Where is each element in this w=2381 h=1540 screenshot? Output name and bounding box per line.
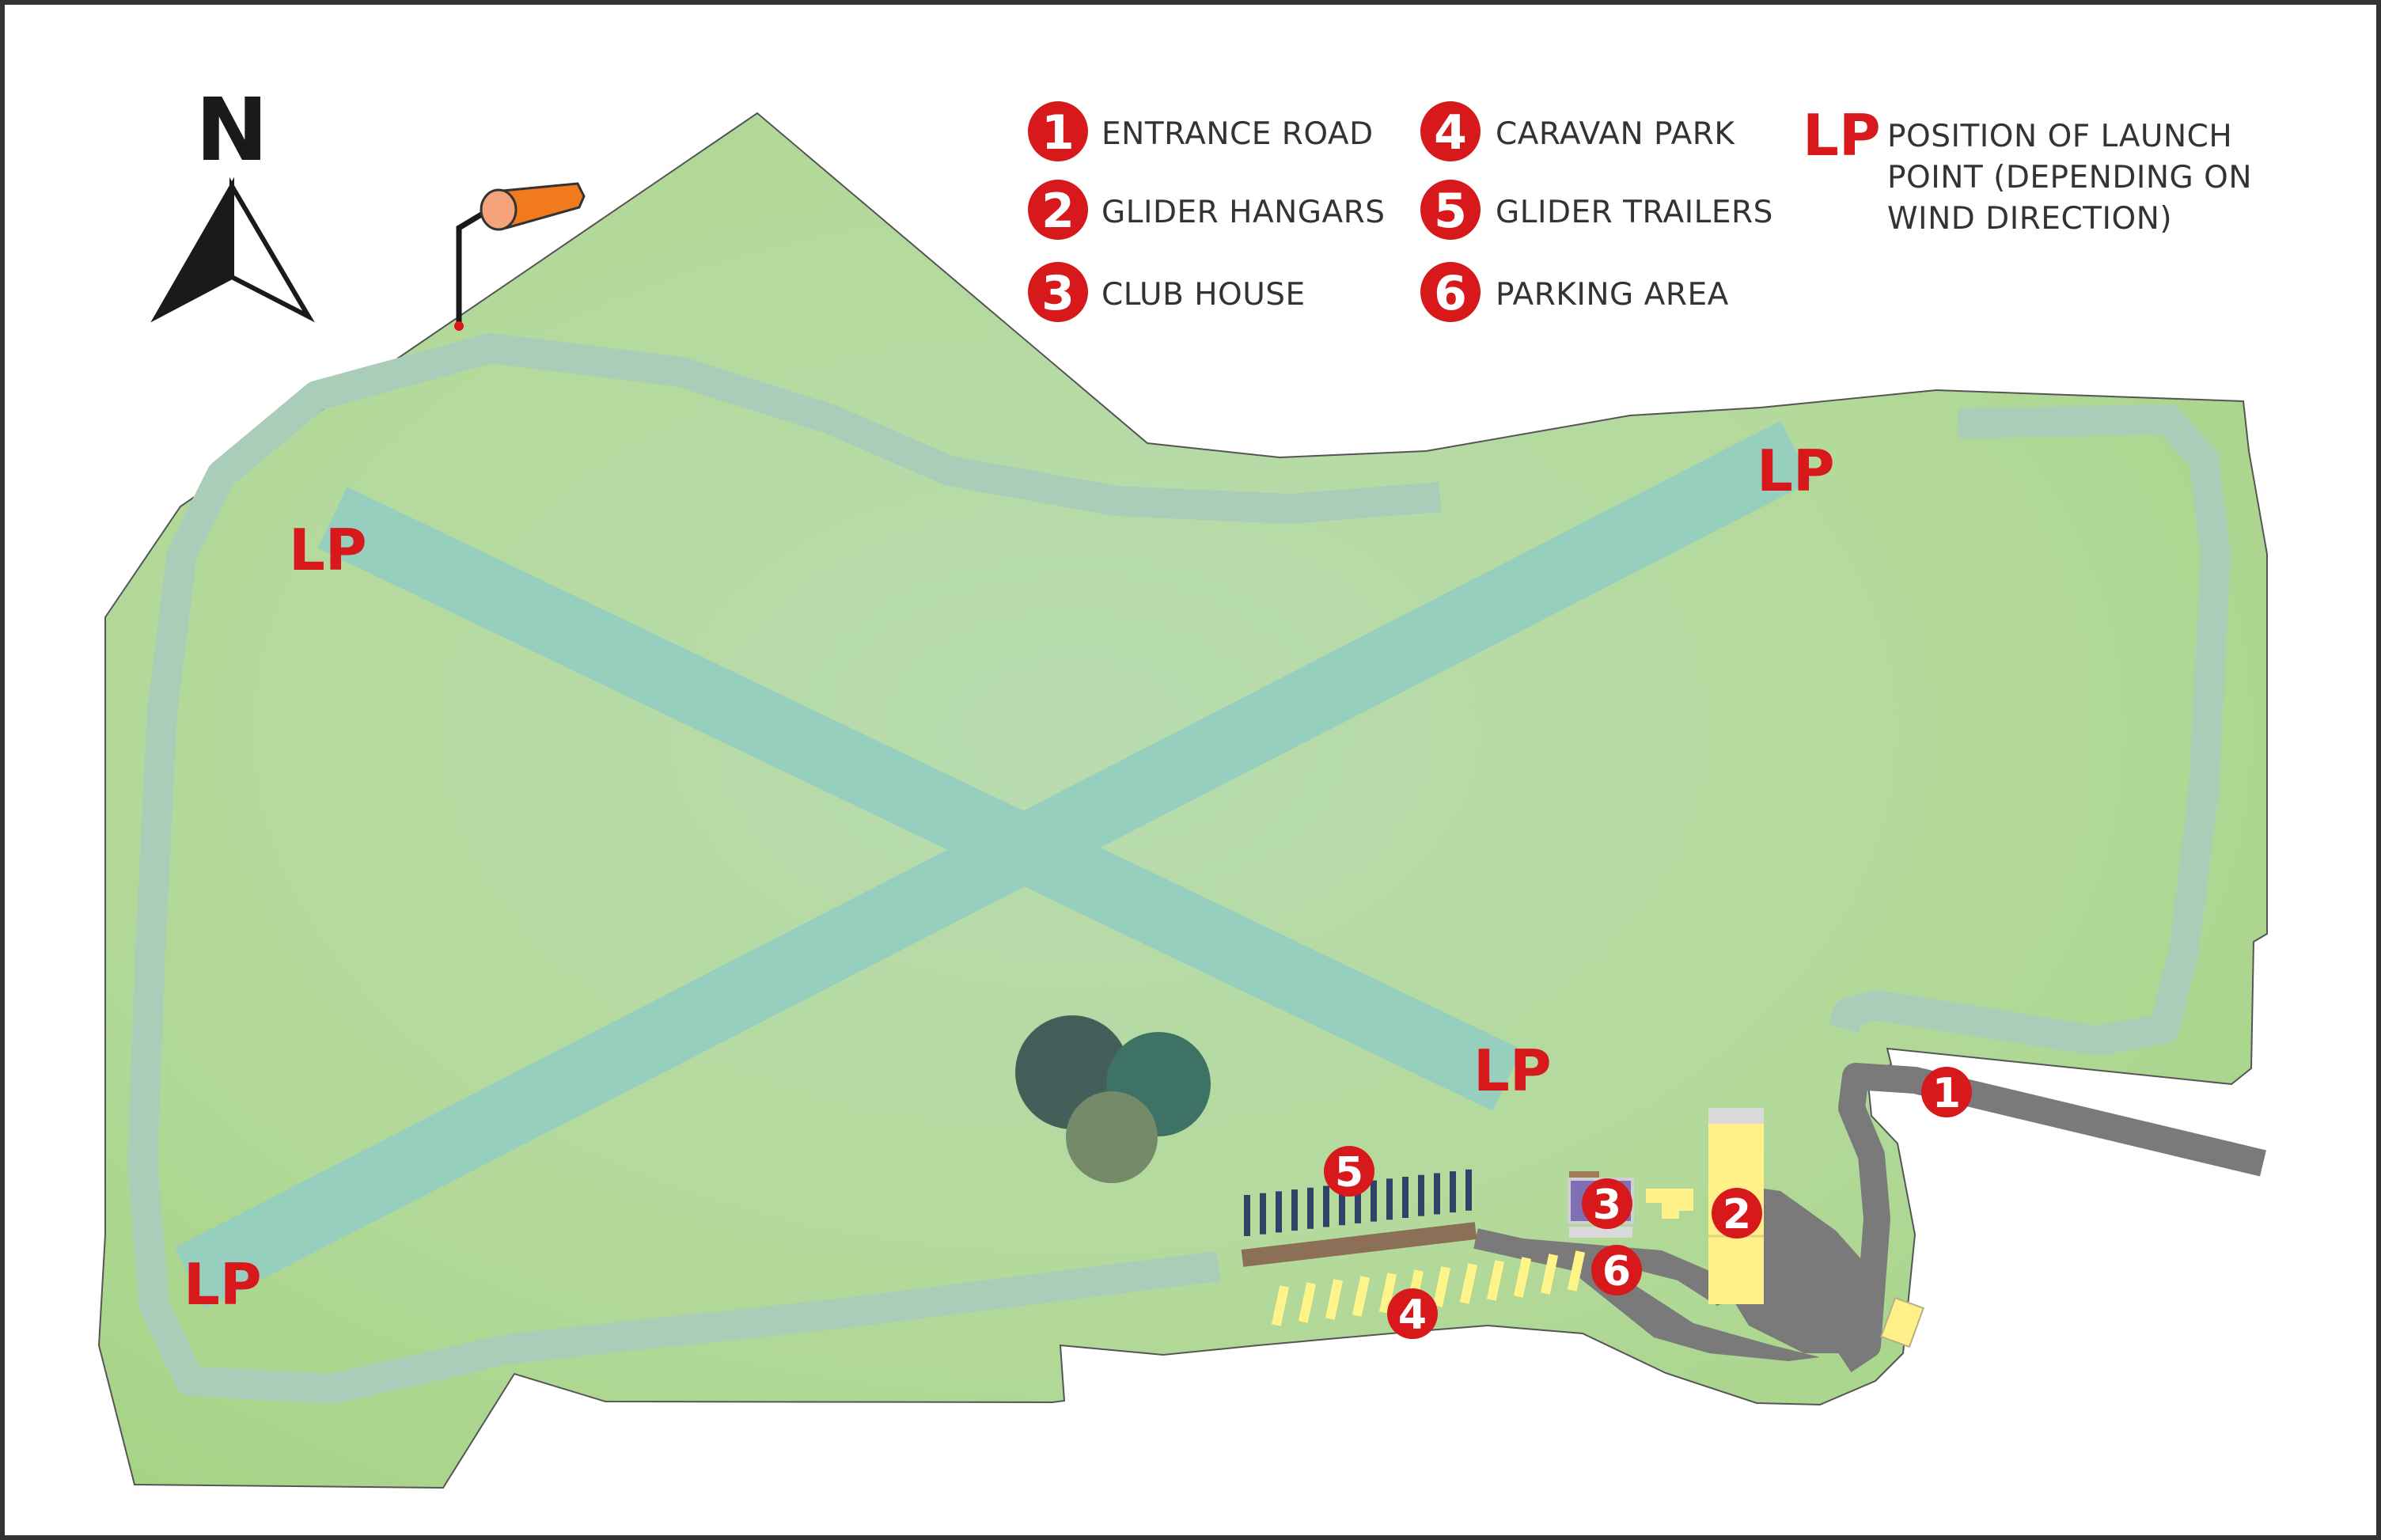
legend-label: CLUB HOUSE bbox=[1101, 277, 1306, 313]
legend: 1 ENTRANCE ROAD 2 GLIDER HANGARS 3 CLUB … bbox=[1028, 101, 2252, 322]
glider-trailer bbox=[1371, 1180, 1377, 1222]
glider-trailer bbox=[1402, 1177, 1409, 1218]
legend-label: POINT (DEPENDING ON bbox=[1887, 160, 2252, 195]
legend-item-glider-hangars: 2 GLIDER HANGARS bbox=[1028, 180, 1386, 240]
caravan bbox=[1298, 1282, 1317, 1323]
launch-point-label: LP bbox=[1473, 1037, 1552, 1104]
legend-label: GLIDER TRAILERS bbox=[1496, 195, 1773, 230]
svg-text:4: 4 bbox=[1398, 1292, 1427, 1339]
legend-lp-symbol: LP bbox=[1803, 102, 1881, 169]
perimeter-track-east bbox=[1829, 404, 2231, 1056]
legend-item-launch-point: LP POSITION OF LAUNCH POINT (DEPENDING O… bbox=[1803, 102, 2252, 237]
caravan bbox=[1325, 1279, 1344, 1320]
legend-label: WIND DIRECTION) bbox=[1887, 201, 2172, 237]
svg-text:2: 2 bbox=[1723, 1191, 1751, 1238]
svg-text:5: 5 bbox=[1434, 184, 1467, 239]
glider-trailer bbox=[1339, 1184, 1345, 1226]
glider-trailer bbox=[1260, 1193, 1266, 1235]
launch-point-label: LP bbox=[289, 517, 367, 583]
caravan bbox=[1486, 1260, 1505, 1301]
legend-label: PARKING AREA bbox=[1496, 277, 1729, 313]
marker-3: 3 bbox=[1582, 1178, 1632, 1229]
marker-1: 1 bbox=[1921, 1067, 1972, 1117]
caravan bbox=[1271, 1285, 1290, 1326]
gate-building bbox=[1879, 1296, 1925, 1348]
marker-5: 5 bbox=[1324, 1146, 1374, 1197]
marker-4: 4 bbox=[1387, 1288, 1438, 1339]
caravan bbox=[1432, 1266, 1451, 1307]
svg-text:2: 2 bbox=[1041, 184, 1075, 239]
road-apron bbox=[1476, 1183, 1871, 1361]
launch-point-label: LP bbox=[1757, 438, 1835, 504]
trailer-track bbox=[1241, 1222, 1477, 1267]
glider-trailer bbox=[1450, 1171, 1456, 1213]
caravan bbox=[1567, 1250, 1586, 1292]
glider-trailer bbox=[1323, 1185, 1329, 1227]
glider-trailer bbox=[1465, 1169, 1472, 1211]
svg-text:4: 4 bbox=[1434, 105, 1467, 161]
svg-text:1: 1 bbox=[1041, 105, 1075, 161]
tree-cluster bbox=[1015, 1015, 1211, 1183]
legend-label: CARAVAN PARK bbox=[1496, 116, 1735, 152]
svg-text:5: 5 bbox=[1335, 1149, 1363, 1197]
north-arrow-icon bbox=[150, 176, 315, 323]
legend-item-caravan-park: 4 CARAVAN PARK bbox=[1420, 101, 1735, 161]
caravan bbox=[1352, 1276, 1371, 1317]
legend-item-club-house: 3 CLUB HOUSE bbox=[1028, 262, 1306, 322]
tree bbox=[1066, 1091, 1158, 1183]
svg-text:3: 3 bbox=[1593, 1182, 1621, 1229]
legend-item-entrance-road: 1 ENTRANCE ROAD bbox=[1028, 101, 1374, 161]
legend-item-glider-trailers: 5 GLIDER TRAILERS bbox=[1420, 180, 1773, 240]
runway-nw-se bbox=[317, 487, 1522, 1111]
glider-trailer bbox=[1418, 1174, 1424, 1216]
glider-trailer bbox=[1244, 1195, 1250, 1236]
launch-point-label: LP bbox=[184, 1251, 262, 1318]
north-letter: N bbox=[195, 79, 268, 180]
marker-6: 6 bbox=[1591, 1245, 1642, 1295]
marker-2: 2 bbox=[1712, 1188, 1762, 1238]
windsock-icon bbox=[454, 182, 586, 331]
glider-trailer bbox=[1355, 1182, 1361, 1223]
caravan bbox=[1540, 1254, 1559, 1295]
caravan bbox=[1513, 1257, 1532, 1298]
svg-text:1: 1 bbox=[1932, 1070, 1961, 1117]
glider-trailer bbox=[1434, 1173, 1440, 1215]
svg-text:6: 6 bbox=[1434, 266, 1467, 321]
legend-item-parking-area: 6 PARKING AREA bbox=[1420, 262, 1729, 322]
legend-label: ENTRANCE ROAD bbox=[1101, 116, 1374, 152]
legend-label: POSITION OF LAUNCH bbox=[1887, 119, 2232, 154]
caravan bbox=[1378, 1273, 1397, 1314]
caravan bbox=[1459, 1263, 1478, 1304]
runway-ne-sw bbox=[174, 420, 1812, 1309]
glider-trailer bbox=[1291, 1189, 1298, 1231]
svg-text:6: 6 bbox=[1602, 1248, 1631, 1295]
compass: N bbox=[150, 79, 315, 323]
glider-trailer bbox=[1276, 1191, 1282, 1233]
glider-trailer bbox=[1386, 1178, 1393, 1220]
legend-label: GLIDER HANGARS bbox=[1101, 195, 1386, 230]
svg-text:3: 3 bbox=[1041, 266, 1075, 321]
perimeter-track bbox=[127, 333, 1442, 1404]
glider-trailer bbox=[1307, 1187, 1314, 1229]
glider-trailers bbox=[1244, 1169, 1472, 1236]
